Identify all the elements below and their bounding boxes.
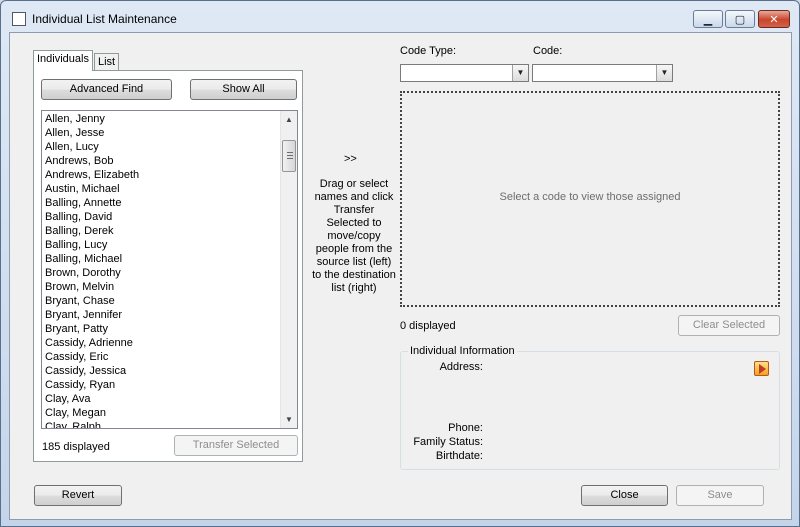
clear-selected-button[interactable]: Clear Selected bbox=[678, 315, 780, 336]
destination-list[interactable]: Select a code to view those assigned bbox=[400, 91, 780, 307]
family-status-label: Family Status: bbox=[413, 436, 483, 448]
list-item[interactable]: Cassidy, Ryan bbox=[45, 379, 116, 391]
birthdate-label: Birthdate: bbox=[435, 450, 483, 462]
list-item[interactable]: Bryant, Chase bbox=[45, 295, 115, 307]
code-select[interactable]: ▼ bbox=[532, 64, 673, 82]
list-item[interactable]: Allen, Lucy bbox=[45, 141, 99, 153]
code-label: Code: bbox=[533, 45, 563, 57]
list-item[interactable]: Cassidy, Adrienne bbox=[45, 337, 133, 349]
close-window-button[interactable]: ✕ bbox=[758, 10, 790, 28]
go-arrow-icon[interactable] bbox=[754, 361, 769, 376]
transfer-selected-button[interactable]: Transfer Selected bbox=[174, 435, 298, 456]
list-item[interactable]: Clay, Megan bbox=[45, 407, 106, 419]
list-item[interactable]: Cassidy, Jessica bbox=[45, 365, 127, 377]
individual-information-title: Individual Information bbox=[408, 345, 517, 357]
tab-individuals[interactable]: Individuals bbox=[33, 50, 93, 71]
list-item[interactable]: Allen, Jesse bbox=[45, 127, 105, 139]
list-item[interactable]: Balling, Annette bbox=[45, 197, 122, 209]
window-title: Individual List Maintenance bbox=[32, 12, 177, 26]
transfer-instructions: Drag or select names and click Transfer … bbox=[312, 178, 396, 294]
chevron-down-icon[interactable]: ▼ bbox=[512, 65, 528, 81]
destination-count: 0 displayed bbox=[400, 320, 456, 332]
list-item[interactable]: Andrews, Elizabeth bbox=[45, 169, 140, 181]
phone-label: Phone: bbox=[448, 422, 483, 434]
close-button[interactable]: Close bbox=[581, 485, 668, 506]
client-area: Individuals List Advanced Find Show All … bbox=[9, 32, 792, 520]
list-item[interactable]: Brown, Melvin bbox=[45, 281, 115, 293]
scroll-thumb[interactable] bbox=[282, 140, 296, 172]
list-item[interactable]: Balling, Derek bbox=[45, 225, 114, 237]
tab-list[interactable]: List bbox=[94, 53, 120, 71]
maximize-button[interactable]: ▢ bbox=[725, 10, 755, 28]
list-item[interactable]: Allen, Jenny bbox=[45, 113, 105, 125]
list-item[interactable]: Bryant, Jennifer bbox=[45, 309, 123, 321]
chevron-down-icon[interactable]: ▼ bbox=[656, 65, 672, 81]
destination-placeholder: Select a code to view those assigned bbox=[499, 191, 681, 203]
individuals-count: 185 displayed bbox=[42, 441, 110, 453]
list-item[interactable]: Andrews, Bob bbox=[45, 155, 114, 167]
code-type-select[interactable]: ▼ bbox=[400, 64, 529, 82]
list-item[interactable]: Brown, Dorothy bbox=[45, 267, 121, 279]
list-item[interactable]: Balling, Michael bbox=[45, 253, 123, 265]
list-item[interactable]: Balling, David bbox=[45, 211, 113, 223]
transfer-arrows: >> bbox=[344, 153, 357, 165]
code-type-label: Code Type: bbox=[400, 45, 457, 57]
list-item[interactable]: Cassidy, Eric bbox=[45, 351, 109, 363]
list-item[interactable]: Austin, Michael bbox=[45, 183, 120, 195]
list-item[interactable]: Clay, Ralph bbox=[45, 421, 102, 429]
app-icon bbox=[12, 12, 26, 26]
advanced-find-button[interactable]: Advanced Find bbox=[41, 79, 172, 100]
list-item[interactable]: Clay, Ava bbox=[45, 393, 91, 405]
title-bar[interactable]: Individual List Maintenance ▁ ▢ ✕ bbox=[1, 1, 799, 31]
save-button[interactable]: Save bbox=[676, 485, 764, 506]
revert-button[interactable]: Revert bbox=[34, 485, 122, 506]
listbox-scrollbar[interactable]: ▲ ▼ bbox=[280, 111, 297, 428]
list-item[interactable]: Bryant, Patty bbox=[45, 323, 108, 335]
show-all-button[interactable]: Show All bbox=[190, 79, 297, 100]
scroll-up-icon[interactable]: ▲ bbox=[285, 115, 293, 124]
scroll-down-icon[interactable]: ▼ bbox=[285, 415, 293, 424]
address-label: Address: bbox=[439, 361, 483, 373]
list-item[interactable]: Balling, Lucy bbox=[45, 239, 108, 251]
individual-information-group: Individual Information bbox=[400, 345, 780, 470]
minimize-button[interactable]: ▁ bbox=[693, 10, 723, 28]
